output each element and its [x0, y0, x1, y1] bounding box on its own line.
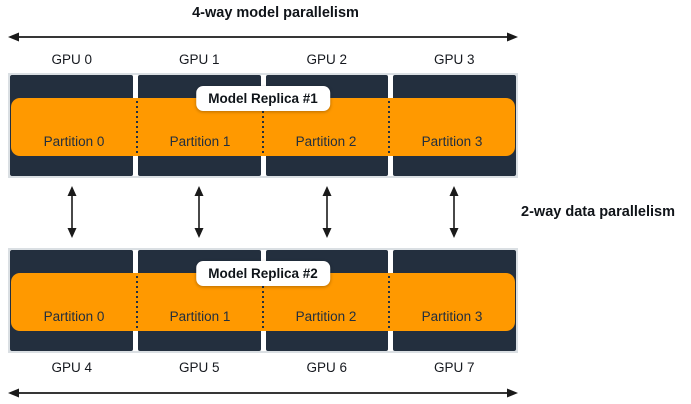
gpu-row-replica-1: GPU 0 GPU 1 GPU 2 GPU 3	[8, 52, 518, 68]
partition-label: Partition 3	[421, 134, 483, 149]
replica-2-gpu-box: Model Replica #2 Partition 0 Partition 1…	[8, 248, 518, 353]
vertical-arrow-cell	[136, 186, 264, 238]
replica-2-partition-bar: Model Replica #2 Partition 0 Partition 1…	[11, 261, 515, 331]
vertical-arrow-cell	[391, 186, 519, 238]
partition-divider-dotted	[262, 276, 264, 328]
partition-label: Partition 2	[295, 134, 357, 149]
vertical-arrow-cell	[263, 186, 391, 238]
replica-1-gpu-box: Model Replica #1 Partition 0 Partition 1…	[8, 73, 518, 178]
gpu-label: GPU 6	[306, 360, 347, 375]
double-arrow-vertical-icon	[322, 186, 332, 238]
partition-divider-dotted	[388, 101, 390, 153]
replica-1-partition-bar: Model Replica #1 Partition 0 Partition 1…	[11, 86, 515, 156]
replica-label: Model Replica #1	[196, 86, 330, 111]
gpu-label: GPU 2	[306, 52, 347, 67]
double-arrow-vertical-icon	[67, 186, 77, 238]
partition-label: Partition 1	[169, 134, 231, 149]
partition-label: Partition 3	[421, 309, 483, 324]
double-arrow-horizontal-icon	[8, 388, 518, 398]
vertical-arrow-cell	[8, 186, 136, 238]
partition-label: Partition 0	[43, 134, 105, 149]
gpu-label: GPU 5	[178, 360, 220, 375]
gpu-label: GPU 7	[433, 360, 475, 375]
model-parallelism-arrow-bottom	[8, 387, 518, 399]
replica-label: Model Replica #2	[196, 261, 330, 286]
partition-divider-dotted	[262, 101, 264, 153]
partition-label: Partition 1	[169, 309, 231, 324]
partition-divider-dotted	[388, 276, 390, 328]
partition-label: Partition 0	[43, 309, 105, 324]
gpu-label: GPU 3	[433, 52, 475, 67]
model-parallelism-caption: 4-way model parallelism	[192, 5, 359, 21]
data-parallelism-caption: 2-way data parallelism	[521, 204, 675, 220]
double-arrow-vertical-icon	[449, 186, 459, 238]
gpu-label: GPU 1	[178, 52, 220, 67]
partition-divider-dotted	[136, 276, 138, 328]
double-arrow-vertical-icon	[194, 186, 204, 238]
gpu-label: GPU 0	[51, 52, 92, 67]
partition-divider-dotted	[136, 101, 138, 153]
partition-label: Partition 2	[295, 309, 357, 324]
double-arrow-horizontal-icon	[8, 32, 518, 42]
model-parallelism-arrow-top	[8, 31, 518, 43]
data-parallelism-arrows	[8, 186, 518, 238]
gpu-label: GPU 4	[51, 360, 92, 375]
gpu-row-replica-2: GPU 4 GPU 5 GPU 6 GPU 7	[8, 360, 518, 376]
